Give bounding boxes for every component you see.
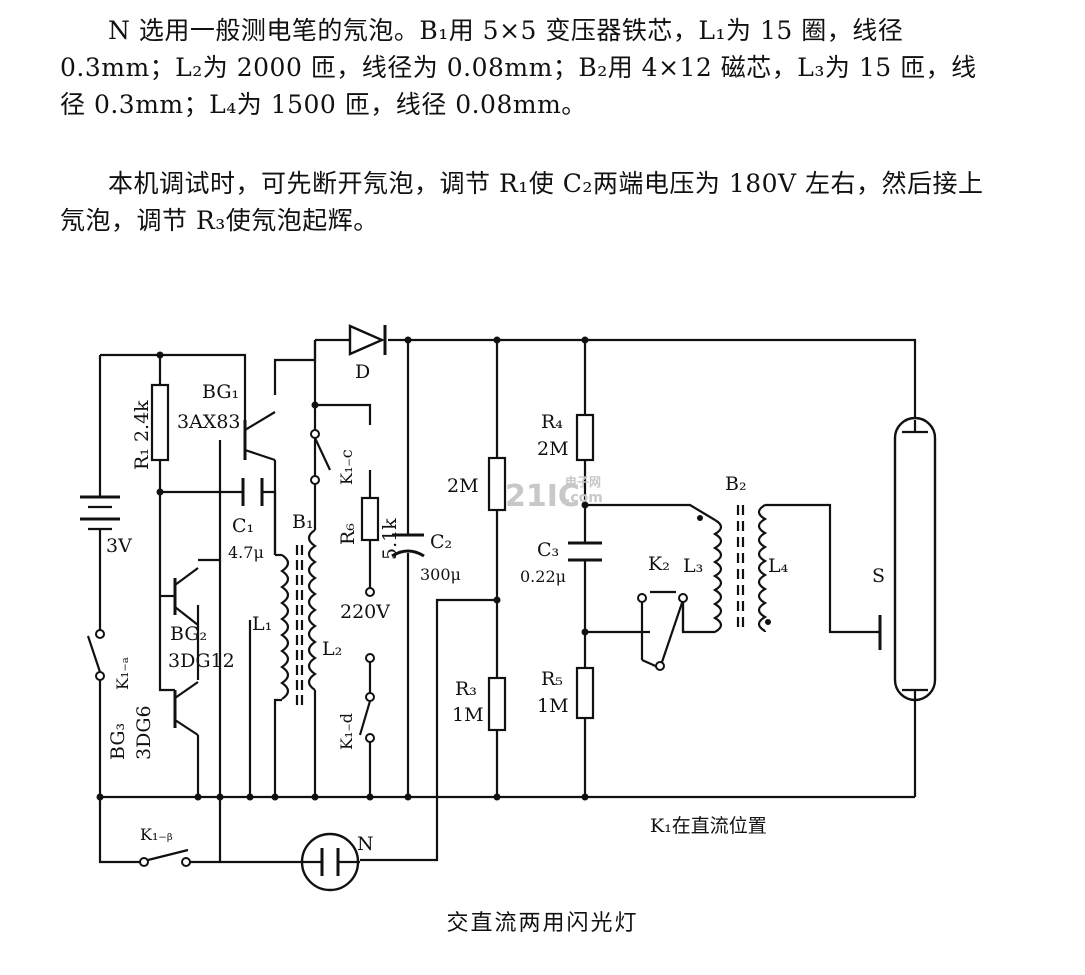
switch-k2-label: K₂	[648, 553, 670, 575]
resistor-r4-value: 2M	[537, 438, 569, 460]
switch-k1c	[310, 429, 331, 485]
capacitor-c1	[241, 478, 264, 506]
switch-k1b-label: K₁₋ᵦ	[140, 825, 173, 844]
transistor-bg2	[160, 567, 199, 626]
switch-k1b	[139, 848, 191, 867]
transistor-bg1-label: BG₁	[202, 381, 239, 403]
capacitor-c3	[568, 541, 602, 562]
capacitor-c3-value: 0.22μ	[520, 567, 566, 586]
transistor-bg2-model: 3DG12	[168, 650, 235, 672]
resistor-r5-value: 1M	[537, 695, 569, 717]
resistor-r6-label: R₆	[337, 523, 359, 545]
diode-d-label: D	[355, 361, 370, 383]
resistor-r6	[360, 496, 380, 542]
neon-lamp-n	[300, 832, 360, 892]
transistor-bg3-label: BG₃	[107, 723, 129, 760]
transformer-b1-label: B₁	[292, 511, 314, 533]
potentiometer-2m	[487, 456, 507, 512]
watermark-brand: 21IC	[505, 479, 580, 514]
capacitor-c2-label: C₂	[430, 531, 452, 553]
switch-k1a-label: K₁₋ₐ	[113, 657, 132, 690]
coil-l1-label: L₁	[252, 613, 272, 635]
capacitor-c3-label: C₃	[537, 539, 559, 561]
transistor-bg3	[173, 681, 199, 736]
switch-k2	[637, 590, 688, 671]
resistor-r4	[575, 413, 595, 462]
k1-position-note: K₁在直流位置	[650, 815, 767, 837]
coil-l4-label: L₄	[768, 555, 789, 577]
switch-k1a	[86, 629, 105, 681]
capacitor-c1-label: C₁	[232, 515, 254, 537]
transistor-bg2-label: BG₂	[170, 623, 207, 645]
battery-symbol	[80, 495, 120, 540]
transformer-b1	[280, 529, 317, 705]
transistor-bg3-model: 3DG6	[133, 705, 155, 760]
resistor-r1-label: R₁ 2.4k	[131, 400, 153, 470]
paragraph-2: 本机调试时，可先断开氖泡，调节 R₁使 C₂两端电压为 180V 左右，然后接上…	[60, 169, 984, 235]
switch-k1c-label: K₁₋c	[337, 449, 356, 485]
watermark-logo: 21IC 电子网 .com	[505, 474, 603, 514]
battery-label: 3V	[106, 535, 132, 557]
transformer-b2	[697, 504, 771, 633]
ac-input-label: 220V	[340, 601, 390, 623]
capacitor-c1-value: 4.7μ	[228, 543, 264, 562]
ac-terminal-bottom	[365, 653, 375, 663]
resistor-r1	[150, 383, 170, 462]
paragraph-1: N 选用一般测电笔的氖泡。B₁用 5×5 变压器铁芯，L₁为 15 圈，线径 0…	[60, 16, 977, 119]
switch-k1d-label: K₁₋d	[337, 713, 356, 750]
transistor-bg1	[243, 411, 276, 462]
capacitor-c2-value: 300μ	[420, 565, 461, 584]
flash-tube	[893, 416, 937, 702]
capacitor-c2	[391, 533, 425, 558]
figure-caption: 交直流两用闪光灯	[446, 911, 639, 936]
ac-terminal-top	[365, 587, 375, 597]
resistor-r5-label: R₅	[541, 668, 563, 690]
trigger-electrode-label: S	[872, 565, 885, 587]
transformer-b2-label: B₂	[725, 473, 747, 495]
resistor-r3-label: R₃	[455, 678, 477, 700]
resistor-r3	[487, 676, 507, 732]
potentiometer-2m-label: 2M	[447, 475, 479, 497]
resistor-r5	[575, 666, 595, 720]
resistor-r6-value: 5.1k	[379, 518, 401, 560]
diode-d	[348, 324, 387, 356]
transistor-bg1-model: 3AX83	[177, 411, 241, 433]
watermark-cn: 电子网	[565, 474, 601, 489]
switch-k1d	[358, 692, 375, 743]
neon-lamp-label: N	[357, 833, 374, 855]
resistor-r4-label: R₄	[541, 411, 563, 433]
watermark-domain: .com	[565, 490, 603, 506]
junction-dots	[96, 336, 589, 801]
coil-l2-label: L₂	[322, 638, 342, 660]
coil-l3-label: L₃	[683, 555, 703, 577]
resistor-r3-value: 1M	[452, 704, 484, 726]
